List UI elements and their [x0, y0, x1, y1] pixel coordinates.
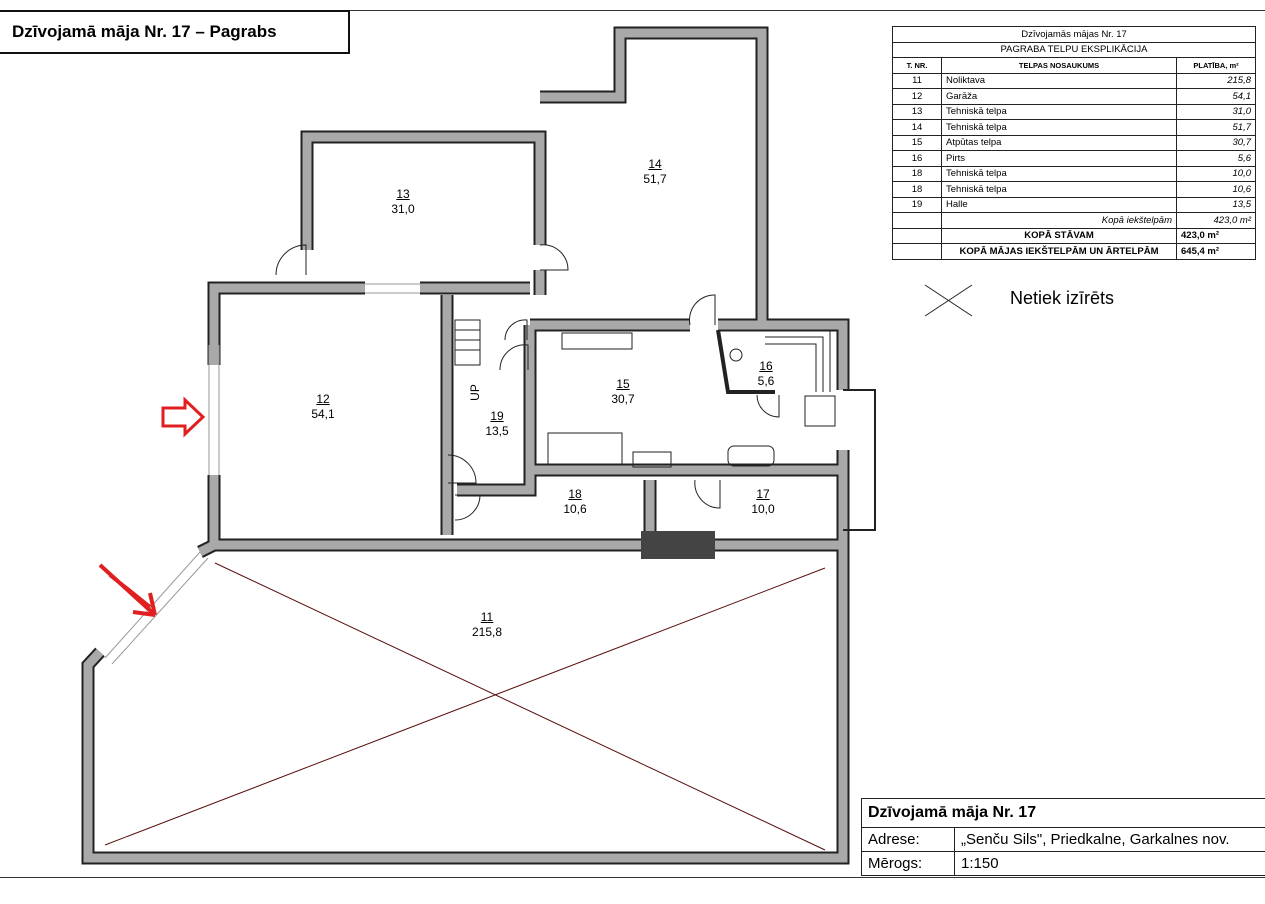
cell-nr: 18	[892, 181, 942, 198]
stove-round-icon	[729, 348, 743, 362]
cell-area: 13,5	[1176, 196, 1256, 213]
cell-area: 31,0	[1176, 103, 1256, 120]
bathroom-bump	[843, 389, 876, 531]
cell-name: Tehniskā telpa	[941, 165, 1177, 182]
cell-nr: 13	[892, 103, 942, 120]
subtotal-label: Kopā iekštelpām	[941, 212, 1177, 229]
cell-area: 215,8	[1176, 72, 1256, 89]
walls	[81, 26, 876, 865]
cell-area: 10,6	[1176, 181, 1256, 198]
subtotal-value: 423,0 m²	[1176, 212, 1256, 229]
not-rented-cross	[104, 562, 826, 851]
stove-icon	[632, 451, 672, 468]
cell-nr: 19	[892, 196, 942, 213]
sauna-benches	[765, 329, 831, 392]
cell-area: 5,6	[1176, 150, 1256, 167]
cell-area: 54,1	[1176, 88, 1256, 105]
cell-nr: 14	[892, 119, 942, 136]
bathtub-icon	[727, 445, 775, 467]
cell-nr: 11	[892, 72, 942, 89]
cell-name: Tehniskā telpa	[941, 103, 1177, 120]
scale-label: Mērogs:	[861, 851, 955, 876]
sauna-wall	[716, 329, 775, 394]
entrance-arrow-icon-2	[98, 563, 157, 617]
page-title: Dzīvojamā māja Nr. 17 – Pagrabs	[0, 10, 350, 54]
cell-name: Tehniskā telpa	[941, 119, 1177, 136]
floor-total-label: KOPĀ STĀVAM	[941, 227, 1177, 244]
entrance-arrow-icon	[161, 396, 206, 438]
cell-nr: 18	[892, 165, 942, 182]
legend-cross-icon	[924, 284, 973, 317]
shower-icon	[804, 395, 836, 427]
title-block: Dzīvojamā māja Nr. 17 Adrese:„Senču Sils…	[861, 798, 1265, 876]
scale-value: 1:150	[954, 851, 1265, 876]
legend-not-rented: Netiek izīrēts	[1010, 288, 1115, 308]
col-name: TELPAS NOSAUKUMS	[941, 57, 1177, 74]
house-total-value: 645,4 m²	[1176, 243, 1256, 260]
address-value: „Senču Sils", Priedkalne, Garkalnes nov.	[954, 827, 1265, 852]
cell-nr: 15	[892, 134, 942, 151]
cell-name: Noliktava	[941, 72, 1177, 89]
windows	[208, 283, 420, 475]
col-nr: T. NR.	[892, 57, 942, 74]
chimney	[641, 531, 715, 559]
cell-nr: 12	[892, 88, 942, 105]
cell-name: Garāža	[941, 88, 1177, 105]
cell-name: Tehniskā telpa	[941, 181, 1177, 198]
cell-nr: 16	[892, 150, 942, 167]
cell-area: 51,7	[1176, 119, 1256, 136]
titleblock-name: Dzīvojamā māja Nr. 17	[861, 798, 1265, 828]
col-area: PLATĪBA, m²	[1176, 57, 1256, 74]
sofa-icon	[561, 332, 633, 350]
table-subheader: PAGRABA TELPU EKSPLIKĀCIJA	[892, 41, 1256, 58]
room-explication-table: Dzīvojamās mājas Nr. 17 PAGRABA TELPU EK…	[892, 26, 1256, 260]
house-total-label: KOPĀ MĀJAS IEKŠTELPĀM UN ĀRTELPĀM	[941, 243, 1177, 260]
door-swings	[275, 244, 780, 521]
address-label: Adrese:	[861, 827, 955, 852]
cell-name: Pirts	[941, 150, 1177, 167]
top-border	[0, 10, 1265, 11]
sofa-icon	[547, 432, 623, 466]
bottom-border	[0, 877, 1265, 878]
cell-area: 10,0	[1176, 165, 1256, 182]
table-header: Dzīvojamās mājas Nr. 17	[892, 26, 1256, 43]
cell-name: Atpūtas telpa	[941, 134, 1177, 151]
diagonal-window	[104, 551, 209, 665]
stairs-label: UP	[467, 384, 482, 401]
stairs-icon	[454, 319, 481, 366]
cell-area: 30,7	[1176, 134, 1256, 151]
floor-total-value: 423,0 m²	[1176, 227, 1256, 244]
cell-name: Halle	[941, 196, 1177, 213]
